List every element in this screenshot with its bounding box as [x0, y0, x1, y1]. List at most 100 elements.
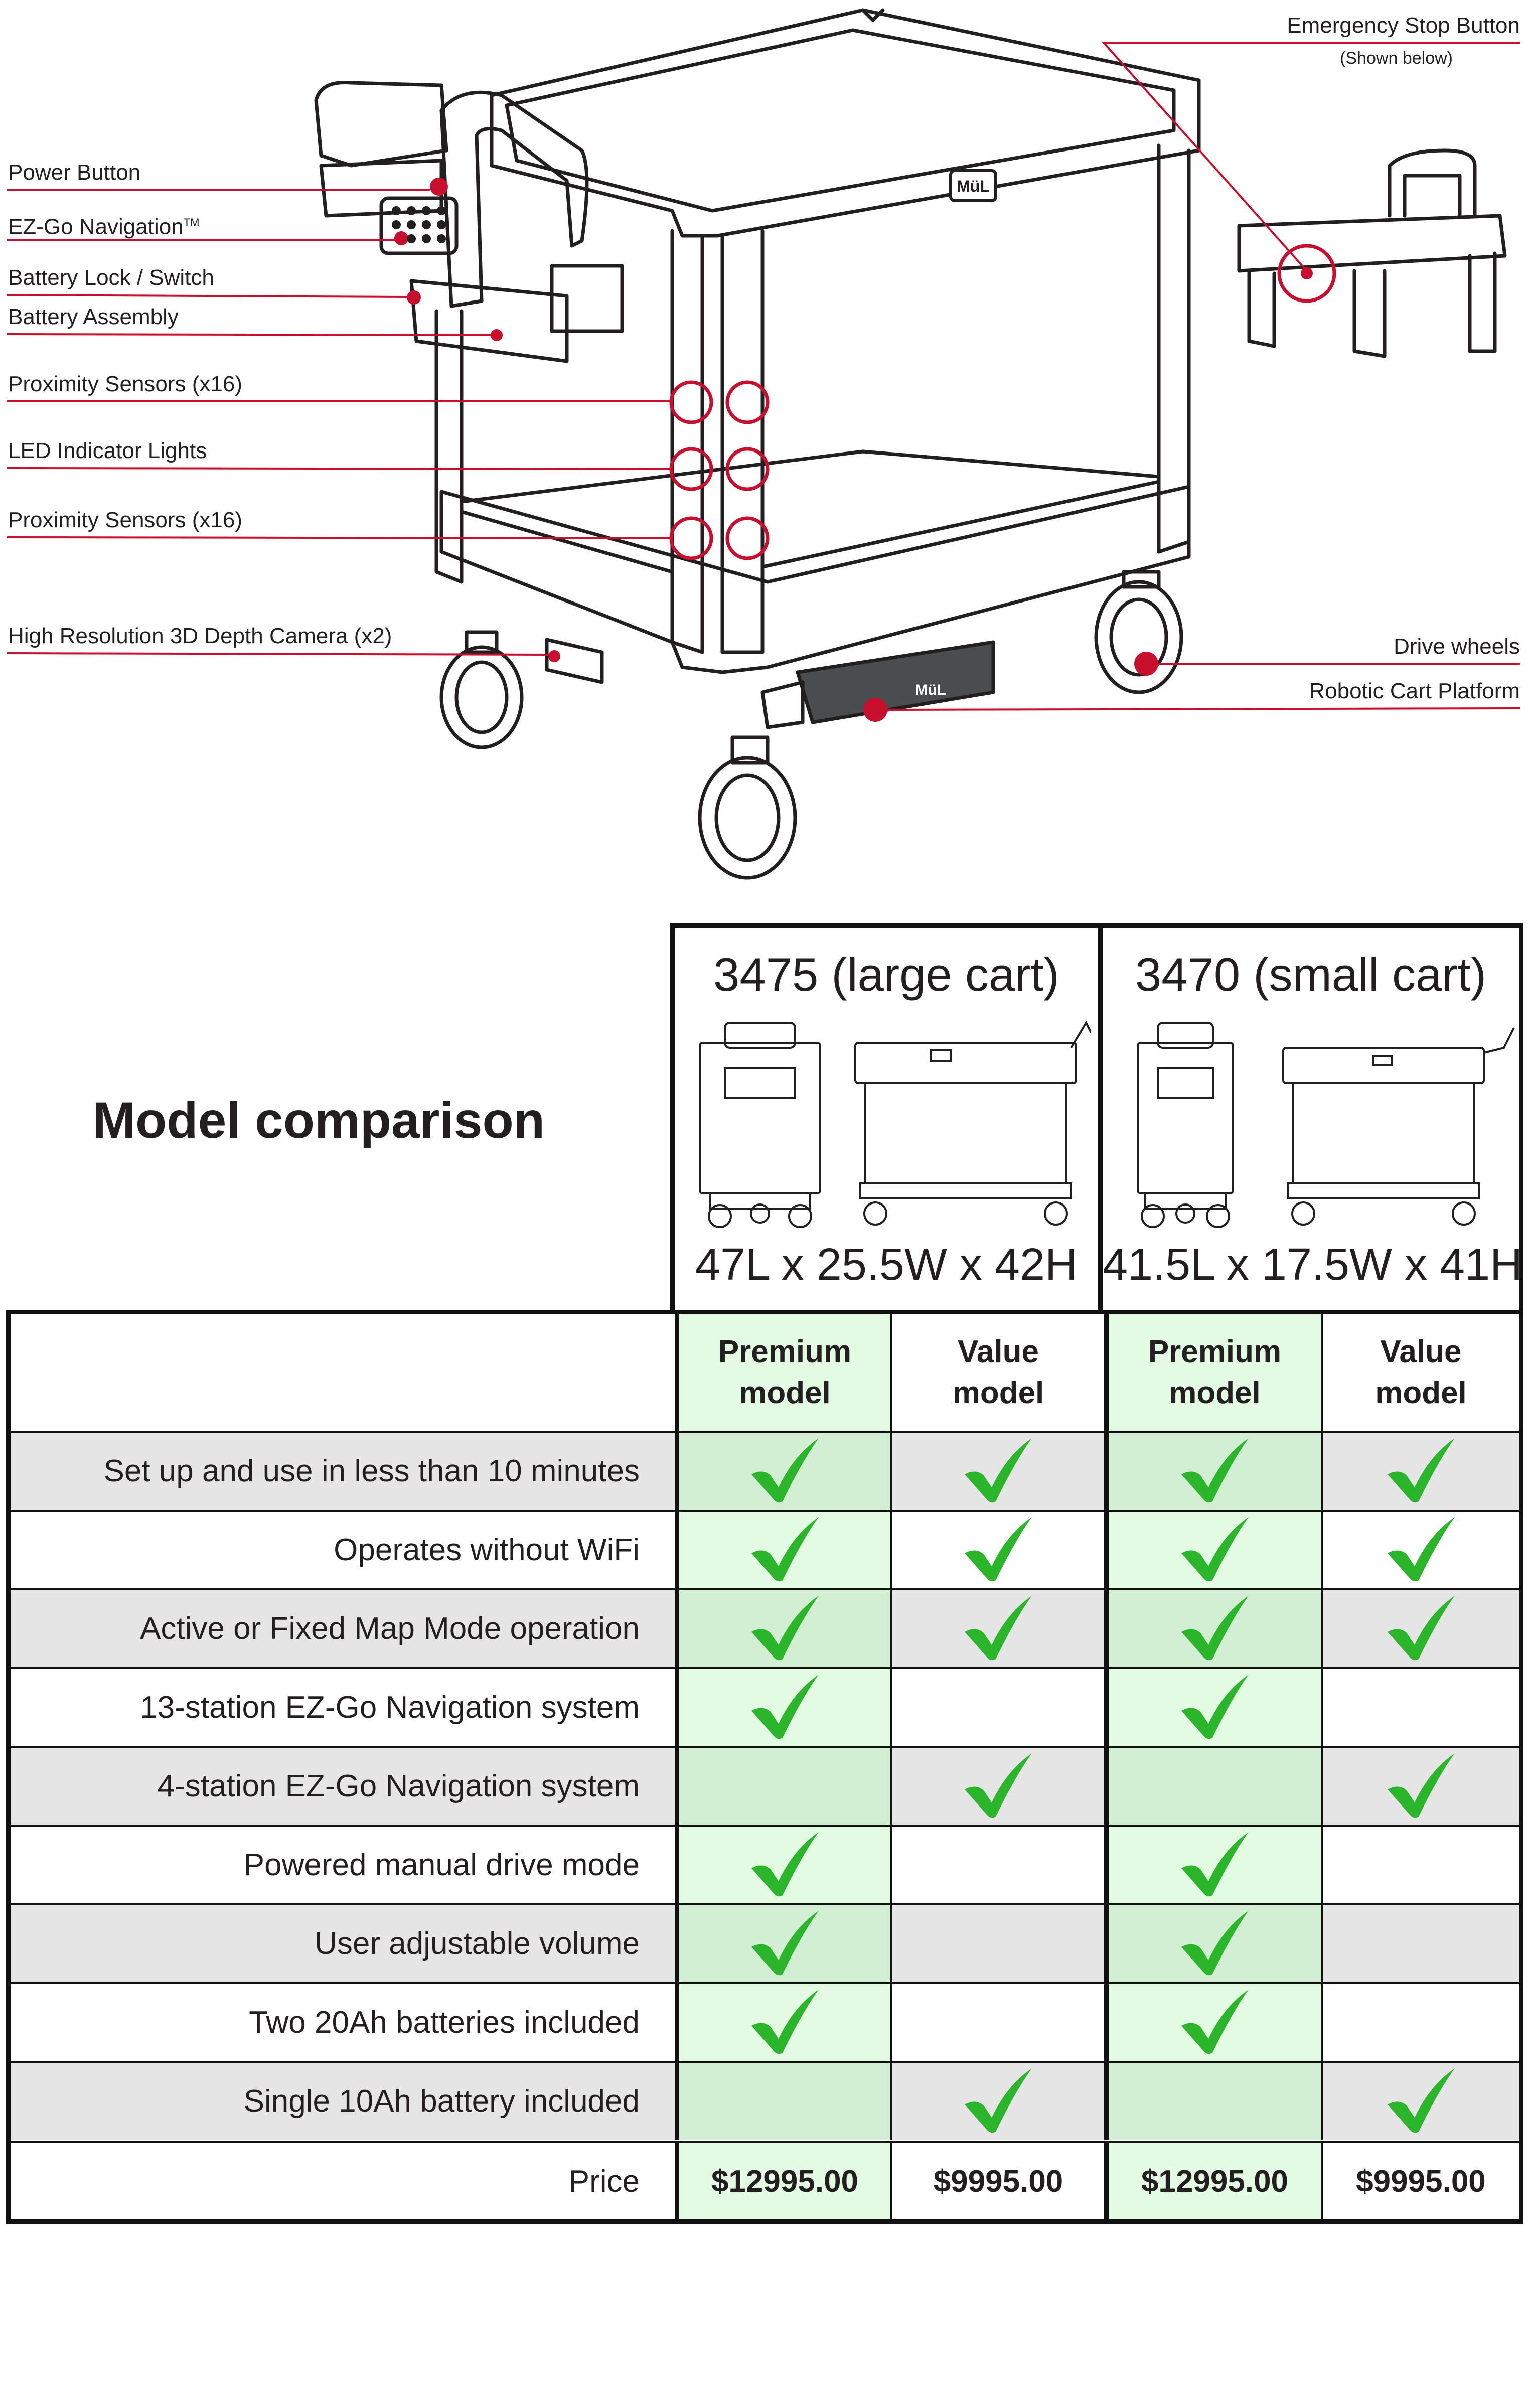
checkmark-icon: [1387, 1517, 1455, 1581]
price-label: Price: [11, 2143, 675, 2219]
feature-cell: [890, 1984, 1104, 2061]
feature-cell: [1321, 1590, 1519, 1667]
price-value: $12995.00: [675, 2143, 890, 2219]
checkmark-icon: [1181, 1910, 1249, 1975]
callout-ez-go-navigation: EZ-Go NavigationTM: [8, 210, 199, 240]
feature-cell: [1321, 1669, 1519, 1746]
header-empty-cell: [11, 1314, 675, 1431]
table-row: 4-station EZ-Go Navigation system: [11, 1746, 1519, 1825]
feature-cell: [675, 1669, 890, 1746]
callout-drive-wheels: Drive wheels: [1394, 634, 1520, 659]
top-tray: [490, 8, 1201, 238]
table-row: 13-station EZ-Go Navigation system: [11, 1667, 1519, 1746]
callout-battery-assembly: Battery Assembly: [8, 305, 179, 329]
proximity-sensor-highlight: [669, 380, 713, 424]
feature-cell: [675, 1590, 890, 1667]
feature-cell: [675, 1748, 890, 1825]
price-value: $9995.00: [1321, 2143, 1519, 2219]
checkmark-icon: [751, 1674, 819, 1739]
feature-cell: [890, 1905, 1104, 1982]
checkmark-icon: [751, 1595, 819, 1660]
feature-cell: [675, 2063, 890, 2140]
callout-emergency-stop: Emergency Stop Button: [1287, 13, 1520, 38]
callout-depth-camera: High Resolution 3D Depth Camera (x2): [8, 624, 392, 648]
feature-label: 4-station EZ-Go Navigation system: [11, 1748, 675, 1825]
feature-cell: [675, 1512, 890, 1588]
led-indicator-highlight: [725, 447, 770, 491]
feature-cell: [1104, 1905, 1321, 1982]
callout-ez-go-label: EZ-Go Navigation: [8, 214, 184, 239]
feature-cell: [890, 1433, 1104, 1510]
emergency-stop-highlight: [1277, 244, 1336, 303]
front-post-left: [670, 229, 704, 654]
feature-cell: [1104, 1669, 1321, 1746]
feature-cell: [1321, 1905, 1519, 1982]
feature-cell: [1104, 1590, 1321, 1667]
model-dimensions: 41.5L x 17.5W x 41H: [1103, 1240, 1523, 1290]
feature-cell: [1104, 1748, 1321, 1825]
feature-cell: [675, 1433, 890, 1510]
checkmark-icon: [1181, 1832, 1249, 1896]
checkmark-icon: [965, 1517, 1032, 1581]
table-row: Operates without WiFi: [11, 1510, 1519, 1588]
feature-cell: [1104, 2063, 1321, 2140]
checkmark-icon: [751, 1438, 819, 1502]
table-row: Active or Fixed Map Mode operation: [11, 1588, 1519, 1667]
proximity-sensor-highlight: [669, 516, 713, 560]
feature-cell: [890, 1590, 1104, 1667]
checkmark-icon: [1181, 1438, 1249, 1502]
model-header-large: 3475 (large cart) 47L x 25.5W x 42H: [670, 923, 1103, 1314]
checkmark-icon: [1387, 1595, 1455, 1660]
keypad-dot: [394, 231, 408, 245]
price-value: $12995.00: [1104, 2143, 1321, 2219]
proximity-sensor-highlight: [725, 380, 770, 424]
checkmark-icon: [1181, 1989, 1249, 2054]
callout-proximity-sensors-lower: Proximity Sensors (x16): [8, 508, 243, 532]
checkmark-icon: [751, 1989, 819, 2054]
feature-cell: [1321, 2063, 1519, 2140]
proximity-sensor-highlight: [725, 516, 770, 560]
feature-label: Operates without WiFi: [11, 1512, 675, 1588]
drive-wheel-dot: [1134, 652, 1158, 676]
checkmark-icon: [1387, 2068, 1455, 2133]
callout-led-indicator-lights: LED Indicator Lights: [8, 438, 207, 463]
feature-cell: [1321, 1433, 1519, 1510]
svg-text:MüL: MüL: [957, 177, 990, 195]
price-value: $9995.00: [890, 2143, 1104, 2219]
feature-cell: [1321, 1984, 1519, 2061]
platform-dot: [863, 698, 887, 722]
feature-cell: [1104, 1433, 1321, 1510]
cart-handle: [439, 90, 589, 308]
svg-text:MüL: MüL: [915, 682, 946, 698]
callout-emergency-stop-note: (Shown below): [1340, 49, 1453, 68]
wheel-front-left: [439, 645, 524, 749]
table-row: Powered manual drive mode: [11, 1825, 1519, 1903]
feature-cell: [1104, 1984, 1321, 2061]
feature-label: Active or Fixed Map Mode operation: [11, 1590, 675, 1667]
column-header-line2: model: [1375, 1376, 1467, 1410]
checkmark-icon: [1181, 1674, 1249, 1739]
column-header-line2: model: [739, 1376, 831, 1410]
feature-label: User adjustable volume: [11, 1905, 675, 1982]
feature-cell: [1104, 1512, 1321, 1588]
callout-battery-lock: Battery Lock / Switch: [8, 265, 214, 290]
price-row: Price $12995.00 $9995.00 $12995.00 $9995…: [11, 2141, 1519, 2219]
checkmark-icon: [751, 1910, 819, 1975]
feature-cell: [1321, 1748, 1519, 1825]
checkmark-icon: [751, 1517, 819, 1581]
checkmark-icon: [965, 1595, 1032, 1660]
model-comparison-heading: Model comparison: [93, 1092, 545, 1149]
callout-robotic-cart-platform: Robotic Cart Platform: [1309, 679, 1520, 703]
model-thumbnails-large: [699, 1020, 1091, 1228]
power-button-dot: [430, 178, 448, 196]
estop-dot: [1301, 267, 1313, 279]
feature-label: Two 20Ah batteries included: [11, 1984, 675, 2061]
wheel-back-right: [1094, 580, 1183, 694]
feature-cell: [890, 1827, 1104, 1903]
robotic-cart-illustration: MüL MüL: [7, 8, 1520, 880]
model-thumbnails-small: [1137, 1022, 1515, 1228]
feature-label: Powered manual drive mode: [11, 1827, 675, 1903]
